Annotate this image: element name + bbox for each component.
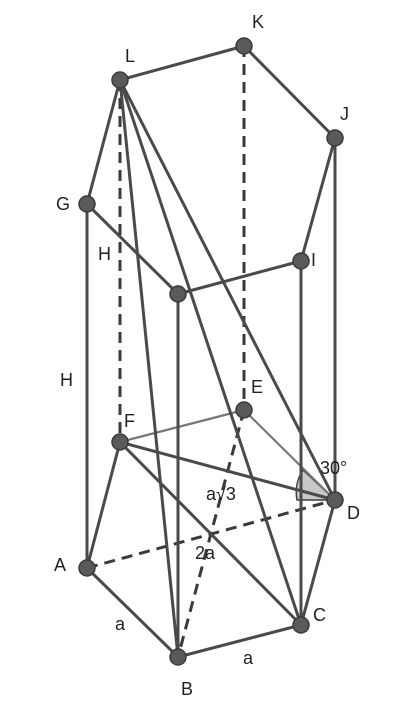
diag-LB (118, 79, 180, 658)
point-D (326, 491, 344, 509)
edge-KJ (242, 44, 337, 140)
label-AD: 2a (195, 543, 216, 563)
label-C: C (313, 605, 326, 625)
label-G: G (56, 194, 70, 214)
label-K: K (252, 12, 264, 32)
label-FD: a√3 (206, 484, 236, 504)
label-angle: 30° (320, 458, 347, 478)
edge-AF (85, 441, 122, 569)
point-J (326, 129, 344, 147)
label-I: I (311, 250, 316, 270)
point-A (78, 559, 96, 577)
label-J: J (340, 104, 349, 124)
edge-FE (119, 408, 245, 444)
edge-Htop-G (85, 202, 180, 296)
label-E: E (251, 377, 263, 397)
point-K (235, 37, 253, 55)
diag-FD (119, 440, 336, 502)
label-BC: a (243, 648, 254, 668)
label-L: L (125, 46, 135, 66)
point-B (169, 648, 187, 666)
edge-I-Htop (177, 259, 302, 296)
point-E (235, 401, 253, 419)
edge-JI (299, 137, 337, 262)
point-top-unlabeled (169, 285, 187, 303)
label-B: B (181, 679, 193, 699)
point-F (111, 433, 129, 451)
label-AB: a (115, 614, 126, 634)
label-A: A (54, 555, 66, 575)
label-F: F (124, 411, 135, 431)
point-C (292, 616, 310, 634)
edge-GL (85, 79, 122, 205)
diag-FC (118, 440, 303, 627)
label-D: D (347, 503, 360, 523)
point-G (78, 195, 96, 213)
diag-LD (118, 79, 337, 501)
edge-LK (119, 44, 245, 82)
edge-ED (243, 409, 336, 501)
diag-LC (118, 79, 303, 626)
point-I (292, 252, 310, 270)
point-L (111, 71, 129, 89)
edge-BC (177, 623, 302, 659)
edge-AB (85, 566, 180, 659)
edge-CD (299, 499, 337, 626)
label-height-diagonal: H (98, 244, 111, 264)
label-height-edge: H (60, 370, 73, 390)
